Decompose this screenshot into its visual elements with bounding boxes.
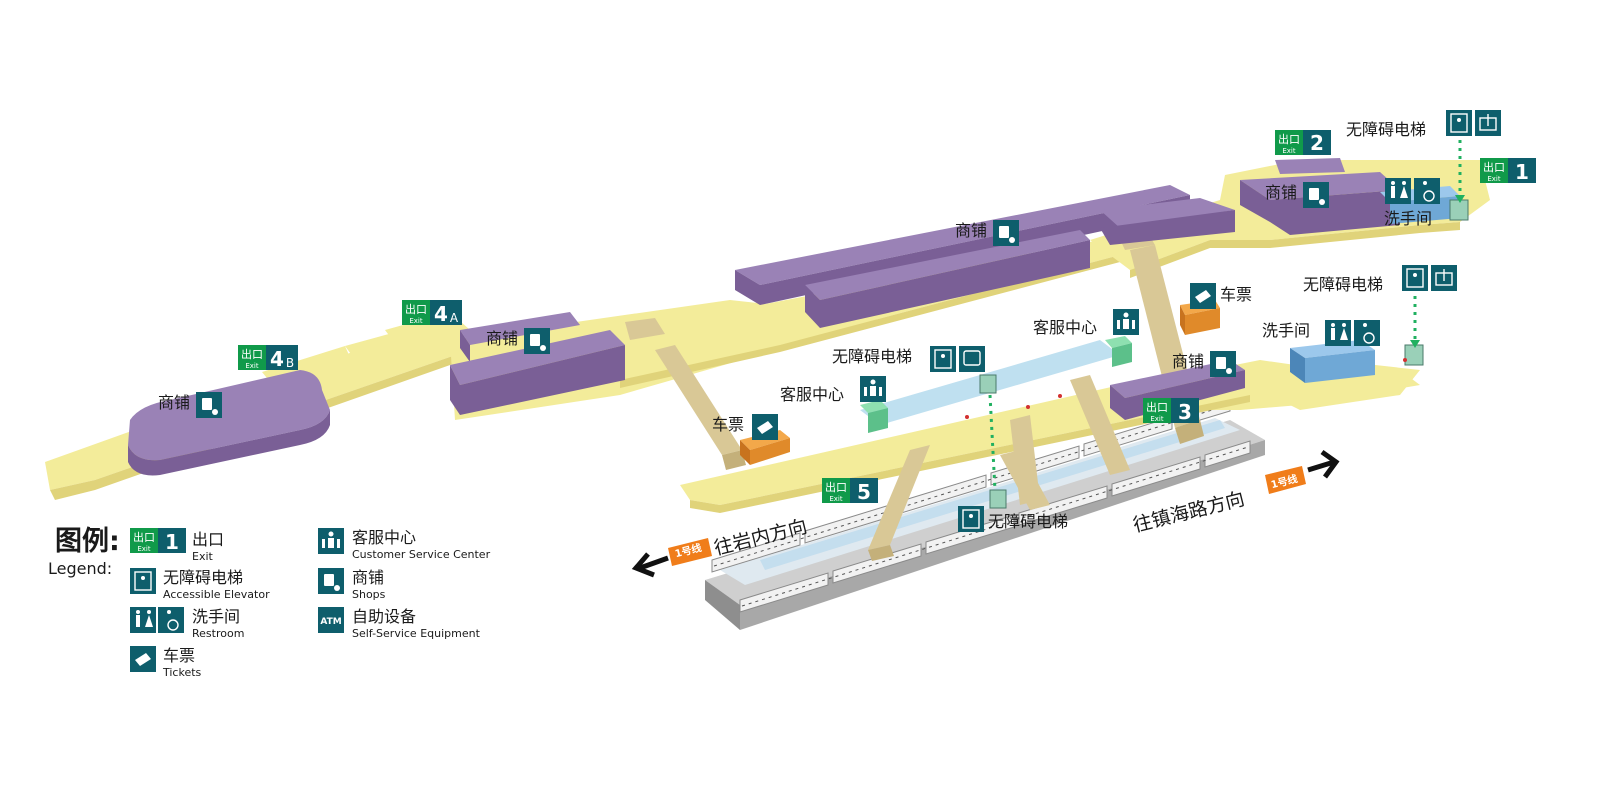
- svg-text:Customer Service Center: Customer Service Center: [352, 548, 491, 561]
- svg-text:Exit: Exit: [192, 550, 214, 563]
- service-label-left: 客服中心: [780, 376, 886, 404]
- gate-markers: [965, 358, 1407, 419]
- exit-2-cn: 出口: [1278, 132, 1300, 146]
- restroom-label-top: 洗手间: [1384, 178, 1440, 228]
- svg-text:客服中心: 客服中心: [352, 528, 416, 547]
- exit-4b-en: Exit: [245, 362, 259, 370]
- elevator-label-center: 无障碍电梯: [832, 346, 985, 372]
- legend-tickets: 车票 Tickets: [130, 646, 202, 679]
- exit-2-number: 2: [1310, 131, 1324, 155]
- svg-text:Shops: Shops: [352, 588, 386, 601]
- exit-4a-sign: 出口 Exit 4 A: [402, 300, 462, 326]
- exit-4a-letter: A: [450, 311, 459, 325]
- atm-icon: [318, 607, 344, 633]
- exit-1-cn: 出口: [1483, 160, 1505, 174]
- svg-text:商铺: 商铺: [955, 221, 987, 240]
- shop-label-middle: 商铺: [955, 220, 1019, 246]
- svg-text:Accessible Elevator: Accessible Elevator: [163, 588, 270, 601]
- svg-text:车票: 车票: [712, 415, 744, 434]
- restroom-icon: [1325, 320, 1351, 346]
- exit-3-sign: 出口 Exit 3: [1143, 398, 1199, 424]
- exit-4b-letter: B: [286, 356, 294, 370]
- shop-label-4a: 商铺: [486, 328, 550, 354]
- restroom-icon: [130, 607, 156, 633]
- exit-4a-en: Exit: [409, 317, 423, 325]
- exit-4b-number: 4: [270, 347, 284, 371]
- svg-text:ATM: ATM: [320, 617, 341, 627]
- elevator-links: [988, 140, 1462, 491]
- svg-text:无障碍电梯: 无障碍电梯: [988, 512, 1068, 531]
- exit-1-en: Exit: [1487, 175, 1501, 183]
- exit-4a-cn: 出口: [405, 302, 427, 316]
- shop-label-top-right: 商铺: [1265, 182, 1329, 208]
- svg-text:洗手间: 洗手间: [1384, 209, 1432, 228]
- legend-title-en: Legend:: [48, 559, 112, 578]
- svg-text:洗手间: 洗手间: [1262, 321, 1310, 340]
- exit-1-number: 1: [1515, 160, 1529, 184]
- shop-label-left: 商铺: [158, 392, 222, 418]
- exit-5-cn: 出口: [825, 480, 847, 494]
- elevator-label-top: 无障碍电梯: [1346, 110, 1501, 139]
- svg-text:出口: 出口: [192, 530, 224, 549]
- svg-text:Tickets: Tickets: [162, 666, 202, 679]
- legend-atm: ATM 自助设备 Self-Service Equipment: [318, 607, 481, 640]
- exit-4b-sign: 出口 Exit 4 B: [238, 345, 298, 371]
- shop-label-right-lower: 商铺: [1172, 351, 1236, 377]
- service-label-right: 客服中心: [1033, 309, 1139, 337]
- svg-text:商铺: 商铺: [1172, 352, 1204, 371]
- legend-shops: 商铺 Shops: [318, 568, 386, 601]
- exit-5-en: Exit: [829, 495, 843, 503]
- svg-text:Self-Service Equipment: Self-Service Equipment: [352, 627, 481, 640]
- exit-5-sign: 出口 Exit 5: [822, 478, 878, 504]
- svg-text:无障碍电梯: 无障碍电梯: [163, 568, 243, 587]
- exit-5-number: 5: [857, 480, 871, 504]
- svg-text:商铺: 商铺: [158, 393, 190, 412]
- svg-text:洗手间: 洗手间: [192, 607, 240, 626]
- legend-restroom: 洗手间 Restroom: [130, 607, 244, 640]
- svg-text:无障碍电梯: 无障碍电梯: [1303, 275, 1383, 294]
- exit-3-cn: 出口: [1146, 400, 1168, 414]
- tickets-label-left: 车票: [712, 414, 778, 440]
- svg-text:Exit: Exit: [137, 545, 151, 553]
- direction-right-text: 往镇海路方向: [1131, 488, 1247, 537]
- restroom-label-right: 洗手间: [1262, 320, 1380, 346]
- svg-text:商铺: 商铺: [1265, 183, 1297, 202]
- legend: 图例: Legend: 出口 Exit 1 出口 Exit 无障碍电梯 Acce…: [48, 526, 491, 679]
- elevator-arrows: [1410, 195, 1465, 348]
- legend-title-cn: 图例:: [55, 526, 120, 557]
- exit-4b-cn: 出口: [241, 347, 263, 361]
- svg-text:车票: 车票: [163, 646, 195, 665]
- exit-3-number: 3: [1178, 400, 1192, 424]
- svg-text:无障碍电梯: 无障碍电梯: [832, 347, 912, 366]
- exit-2-en: Exit: [1282, 147, 1296, 155]
- elevator-label-platform: 无障碍电梯: [958, 506, 1068, 532]
- svg-text:商铺: 商铺: [352, 568, 384, 587]
- svg-text:出口: 出口: [133, 530, 155, 544]
- tickets-label-right: 车票: [1190, 283, 1252, 309]
- exit-3-en: Exit: [1150, 415, 1164, 423]
- svg-text:自助设备: 自助设备: [352, 607, 416, 626]
- svg-text:Restroom: Restroom: [192, 627, 244, 640]
- exit-2-sign: 出口 Exit 2: [1275, 130, 1331, 155]
- legend-exit: 出口 Exit 1 出口 Exit: [130, 528, 224, 563]
- legend-elevator: 无障碍电梯 Accessible Elevator: [130, 568, 270, 601]
- svg-text:车票: 车票: [1220, 285, 1252, 304]
- train-icon: [959, 346, 985, 372]
- svg-text:客服中心: 客服中心: [780, 385, 844, 404]
- svg-text:客服中心: 客服中心: [1033, 318, 1097, 337]
- svg-text:无障碍电梯: 无障碍电梯: [1346, 120, 1426, 139]
- exit-4a-number: 4: [434, 302, 448, 326]
- svg-text:1: 1: [165, 530, 179, 554]
- restroom-icon: [1385, 178, 1411, 204]
- legend-service: 客服中心 Customer Service Center: [318, 528, 491, 561]
- exit-1-sign: 出口 Exit 1: [1480, 158, 1536, 184]
- elevator-label-right: 无障碍电梯: [1303, 265, 1457, 294]
- svg-text:商铺: 商铺: [486, 329, 518, 348]
